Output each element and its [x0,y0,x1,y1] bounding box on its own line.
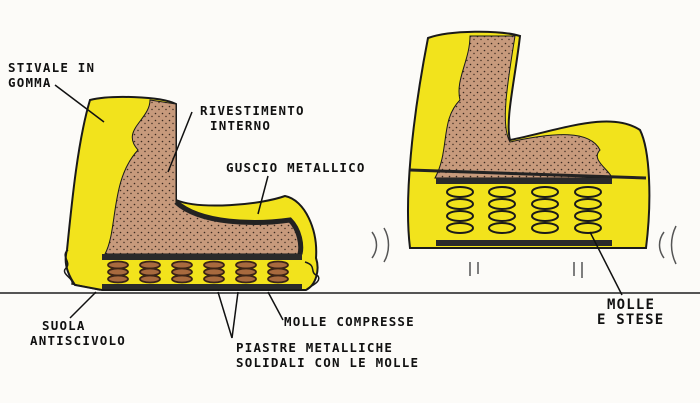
label-compressed-springs: MOLLE COMPRESSE [284,314,415,329]
label-metal-plates: PIASTRE METALLICHE SOLIDALI CON LE MOLLE [236,340,419,370]
left-sole-tread [63,249,320,291]
label-inner-lining: RIVESTIMENTO INTERNO [200,103,305,133]
right-metal-shell [409,168,647,180]
label-non-slip-sole-line1: SUOLA [42,318,86,333]
motion-marks [371,225,677,278]
left-top-plate [102,254,302,260]
label-metal-plates-line2: SOLIDALI CON LE MOLLE [236,355,420,370]
leader-shell [257,175,269,215]
leader-extended [589,231,623,296]
leader-plates-2 [231,291,239,339]
label-non-slip-sole: SUOLA ANTISCIVOLO [30,318,126,348]
label-metal-plates-line1: PIASTRE METALLICHE [236,340,394,355]
left-boot [63,95,320,291]
right-boot [371,30,677,278]
label-inner-lining-line2: INTERNO [210,118,272,133]
label-extended-springs-line2: E STESE [597,312,665,328]
label-metal-shell: GUSCIO METALLICO [226,160,366,175]
label-rubber-boot-line1: STIVALE IN [8,60,96,75]
leader-compressed [267,291,284,321]
label-rubber-boot-line2: GOMMA [8,75,52,90]
left-bottom-plate [102,284,302,289]
left-compressed-springs [107,260,289,284]
label-extended-springs-line1: MOLLE [607,297,656,313]
left-metal-shell [174,200,304,255]
right-boot-lining [434,35,613,179]
label-non-slip-sole-line2: ANTISCIVOLO [30,333,126,348]
label-inner-lining-line1: RIVESTIMENTO [200,103,305,118]
leader-rubber [54,84,105,123]
label-rubber-boot: STIVALE IN GOMMA [8,60,95,90]
right-top-plate [436,178,612,184]
right-bottom-plate [436,240,612,246]
leader-plates-1 [217,291,233,339]
label-extended-springs: MOLLE E STESE [597,298,664,328]
leader-lines [54,84,623,339]
leader-sole [69,291,97,319]
right-extended-springs [446,186,602,234]
leader-lining [167,111,193,173]
